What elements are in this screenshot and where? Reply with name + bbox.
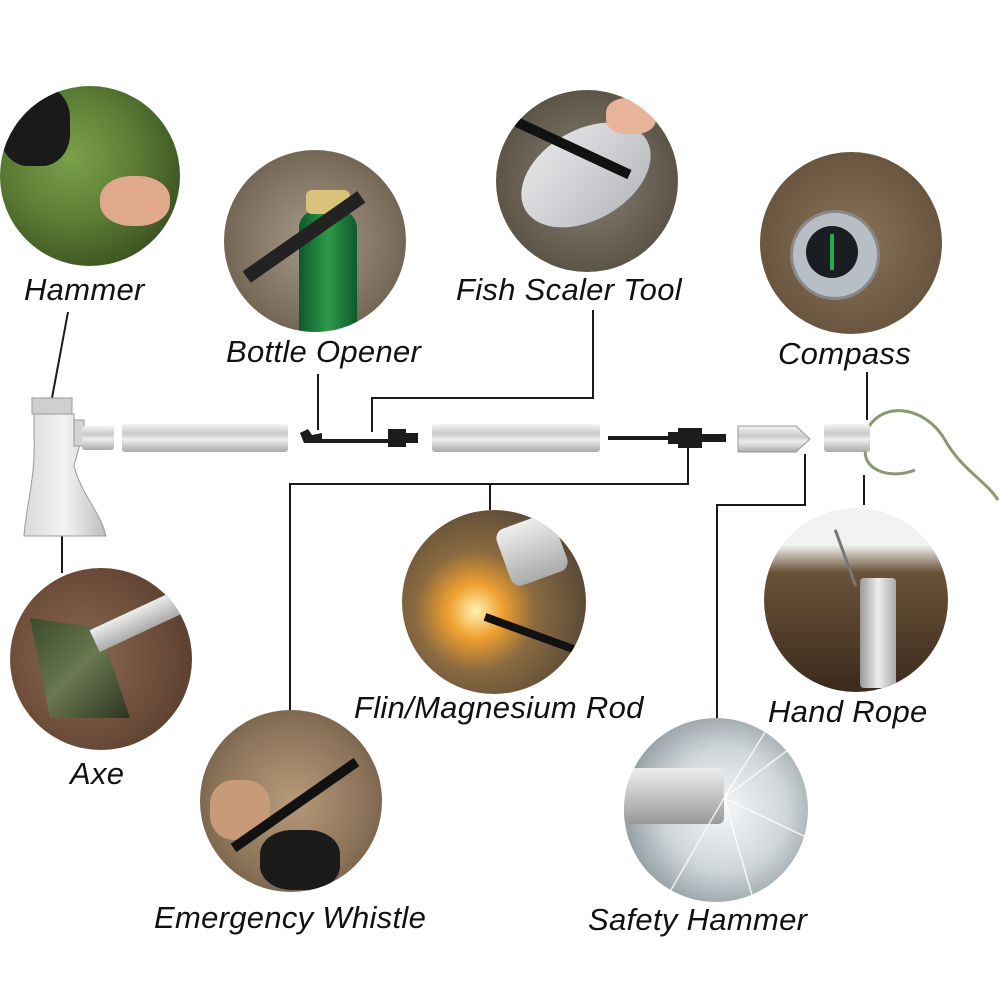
flint-rod-photo xyxy=(402,510,586,694)
fish-scaler-connector xyxy=(371,310,594,432)
flint-rod-connector xyxy=(489,448,689,510)
compass-photo xyxy=(760,152,942,334)
bottle-opener-part xyxy=(300,429,418,447)
whistle-connector xyxy=(289,483,490,710)
safety-hammer-photo xyxy=(624,718,808,902)
label-hammer: Hammer xyxy=(24,272,145,307)
fish-scaler-photo xyxy=(496,90,678,272)
hand-rope-cord xyxy=(863,409,1000,501)
handle-segment-1 xyxy=(122,424,288,452)
end-cap xyxy=(824,424,870,452)
axe-photo xyxy=(10,568,192,750)
label-axe: Axe xyxy=(70,756,125,791)
whistle-photo xyxy=(200,710,382,892)
axe-head xyxy=(23,397,107,537)
handle-segment-2 xyxy=(432,424,600,452)
hammer-connector xyxy=(51,311,69,399)
bottle-opener-photo xyxy=(224,150,406,332)
label-compass: Compass xyxy=(778,336,912,371)
label-flint-rod: Flin/Magnesium Rod xyxy=(354,690,644,725)
handle-connector-1 xyxy=(82,426,114,450)
label-emergency-whistle: Emergency Whistle xyxy=(154,900,427,935)
label-hand-rope: Hand Rope xyxy=(768,694,928,729)
label-bottle-opener: Bottle Opener xyxy=(226,334,422,369)
safety-hammer-tip xyxy=(737,425,811,453)
label-fish-scaler: Fish Scaler Tool xyxy=(456,272,682,307)
flint-rod-part xyxy=(608,428,726,448)
label-safety-hammer: Safety Hammer xyxy=(588,902,808,937)
safety-hammer-connector xyxy=(716,454,806,718)
hand-rope-photo xyxy=(764,508,948,692)
hammer-photo xyxy=(0,86,180,266)
